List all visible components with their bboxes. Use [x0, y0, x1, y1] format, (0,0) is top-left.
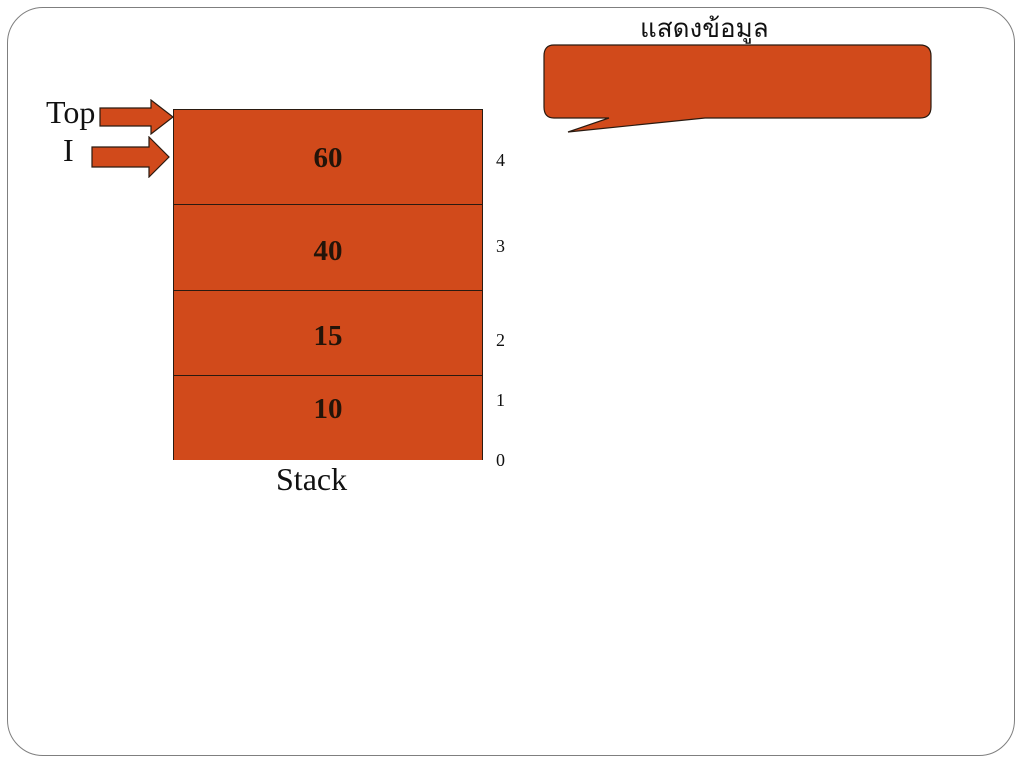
stack-cell: 40 [174, 204, 482, 290]
i-pointer-label: I [63, 132, 74, 168]
stack-index-label: 4 [496, 150, 505, 170]
stack-cell-value: 40 [313, 235, 343, 267]
callout-bubble [543, 44, 932, 133]
stack-cell-value: 15 [313, 320, 343, 352]
stack-caption: Stack [276, 461, 348, 497]
callout-title: แสดงข้อมูล [640, 14, 769, 44]
stack-cell: 10 [174, 375, 482, 460]
top-pointer-label: Top [46, 94, 96, 130]
i-arrow-icon [91, 136, 170, 178]
stack-cell-value: 10 [313, 393, 343, 425]
stack-index-label: 3 [496, 236, 505, 256]
stack-cell: 60 [174, 110, 482, 204]
stack-index-label: 0 [496, 450, 505, 470]
slide-frame [7, 7, 1015, 756]
stack-diagram: 60 40 15 10 [173, 109, 483, 460]
stack-cell: 15 [174, 290, 482, 375]
stack-cell-value: 60 [313, 142, 343, 174]
top-arrow-icon [99, 99, 174, 135]
stack-index-label: 1 [496, 390, 505, 410]
stack-index-label: 2 [496, 330, 505, 350]
